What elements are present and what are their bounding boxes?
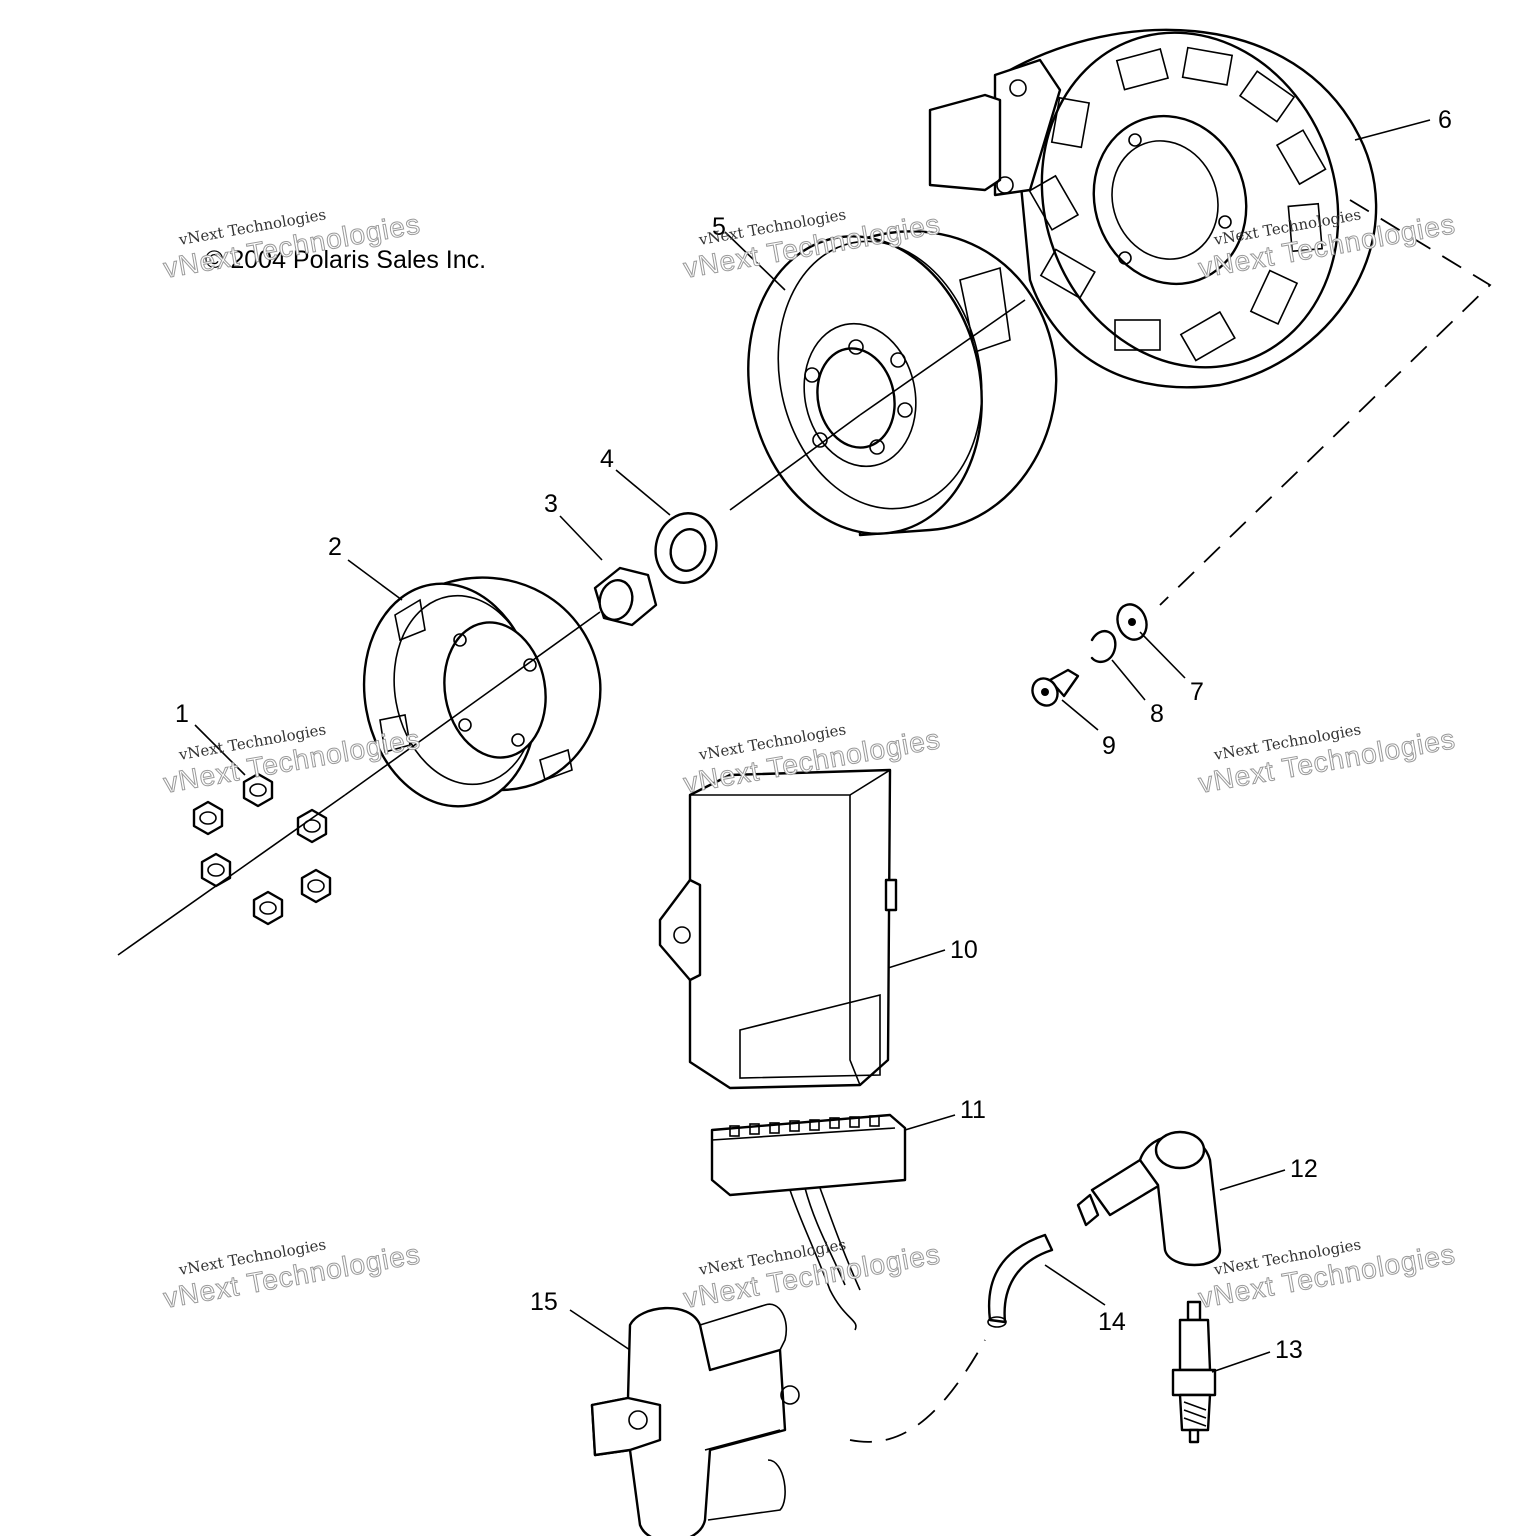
- callout-7: 7: [1190, 678, 1204, 706]
- part-6-stator: [928, 28, 1378, 389]
- callout-5: 5: [712, 213, 726, 241]
- callout-2: 2: [328, 533, 342, 561]
- part-4-washer: [654, 512, 718, 584]
- part-3-nut: [593, 566, 658, 627]
- part-1-bolts: [192, 772, 332, 926]
- assembly-lines: [117, 199, 1492, 1443]
- callout-3: 3: [544, 490, 558, 518]
- callout-11: 11: [960, 1096, 986, 1124]
- callout-numbers: 1 2 3 4 5 6 7 8 9 10 11 12 13 14 15: [175, 106, 1452, 1364]
- callout-15: 15: [530, 1288, 558, 1316]
- part-9-screw: [1031, 668, 1080, 707]
- part-11-connector: [710, 1113, 907, 1331]
- callout-12: 12: [1290, 1155, 1318, 1183]
- watermark: vNext Technologies vNext Technologies: [1196, 1235, 1459, 1314]
- part-8-lock-washer: [1090, 630, 1117, 664]
- callout-10: 10: [950, 936, 978, 964]
- part-13-spark-plug: [1171, 1300, 1217, 1444]
- part-14-boot: [987, 1233, 1054, 1328]
- watermark: vNext Technologies vNext Technologies: [681, 1235, 944, 1314]
- callout-13: 13: [1275, 1336, 1303, 1364]
- part-10-cdi-box: [658, 768, 898, 1090]
- callout-8: 8: [1150, 700, 1164, 728]
- callout-6: 6: [1438, 106, 1452, 134]
- callout-9: 9: [1102, 732, 1116, 760]
- part-7-washer: [1116, 603, 1148, 641]
- watermark: vNext Technologies vNext Technologies: [1196, 720, 1459, 799]
- part-15-ignition-coil: [590, 1303, 800, 1536]
- callout-4: 4: [600, 445, 614, 473]
- callout-14: 14: [1098, 1308, 1126, 1336]
- part-12-plug-cap: [1076, 1130, 1222, 1267]
- watermark: vNext Technologies vNext Technologies: [161, 1235, 424, 1314]
- part-2-starter-cup: [362, 576, 602, 808]
- copyright-text: © 2004 Polaris Sales Inc.: [205, 246, 486, 274]
- callout-leaders: [194, 119, 1431, 1373]
- callout-1: 1: [175, 700, 189, 728]
- part-5-flywheel: [747, 230, 1058, 537]
